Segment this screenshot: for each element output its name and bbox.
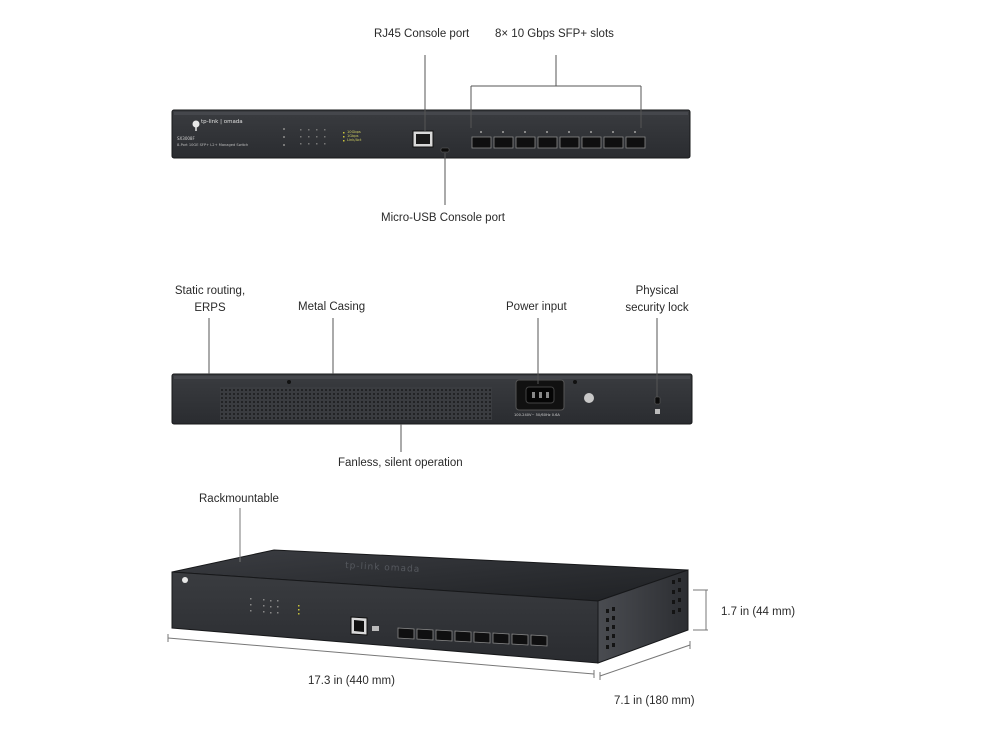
height-dimension-label: 1.7 in (44 mm) bbox=[721, 606, 796, 618]
rear-power-rating: 100-240V~ 50/60Hz 0.6A bbox=[514, 413, 560, 417]
depth-dimension-label: 7.1 in (180 mm) bbox=[614, 695, 695, 707]
sfp-slots-label: 8× 10 Gbps SFP+ slots bbox=[495, 28, 614, 40]
front-leader-lines bbox=[424, 55, 642, 205]
micro-usb-label: Micro-USB Console port bbox=[381, 212, 505, 224]
front-sub-brand: omada bbox=[223, 119, 243, 125]
static-routing-line1: Static routing, bbox=[174, 285, 246, 297]
security-lock-label: Physical security lock bbox=[617, 283, 697, 317]
angled-switch bbox=[171, 549, 689, 664]
dimension-lines bbox=[167, 508, 708, 680]
rear-leader-lines bbox=[208, 318, 658, 452]
front-led-label-1: 10Gbps bbox=[347, 130, 361, 134]
metal-casing-label: Metal Casing bbox=[298, 301, 366, 313]
front-sfp-slots bbox=[471, 136, 646, 149]
rackmountable-label: Rackmountable bbox=[199, 493, 279, 505]
power-input-label: Power input bbox=[506, 301, 567, 313]
front-led-label-2: 1Gbps bbox=[347, 134, 359, 138]
rear-switch bbox=[171, 373, 693, 425]
front-switch bbox=[171, 109, 691, 159]
front-model: SX3008F bbox=[177, 136, 195, 141]
front-description: 8-Port 10GE SFP+ L2+ Managed Switch bbox=[177, 143, 249, 147]
front-brand-logo: tp-link | omada bbox=[201, 119, 243, 125]
static-routing-label: Static routing, ERPS bbox=[170, 283, 250, 317]
fanless-label: Fanless, silent operation bbox=[338, 457, 463, 469]
security-lock-line1: Physical bbox=[635, 285, 679, 297]
front-brand: tp-link bbox=[201, 119, 219, 125]
width-dimension-label: 17.3 in (440 mm) bbox=[308, 675, 395, 687]
rj45-console-label: RJ45 Console port bbox=[374, 28, 470, 40]
security-lock-line2: security lock bbox=[625, 302, 689, 314]
front-led-label-3: Link/Act bbox=[347, 138, 362, 142]
static-routing-line2: ERPS bbox=[194, 302, 226, 314]
